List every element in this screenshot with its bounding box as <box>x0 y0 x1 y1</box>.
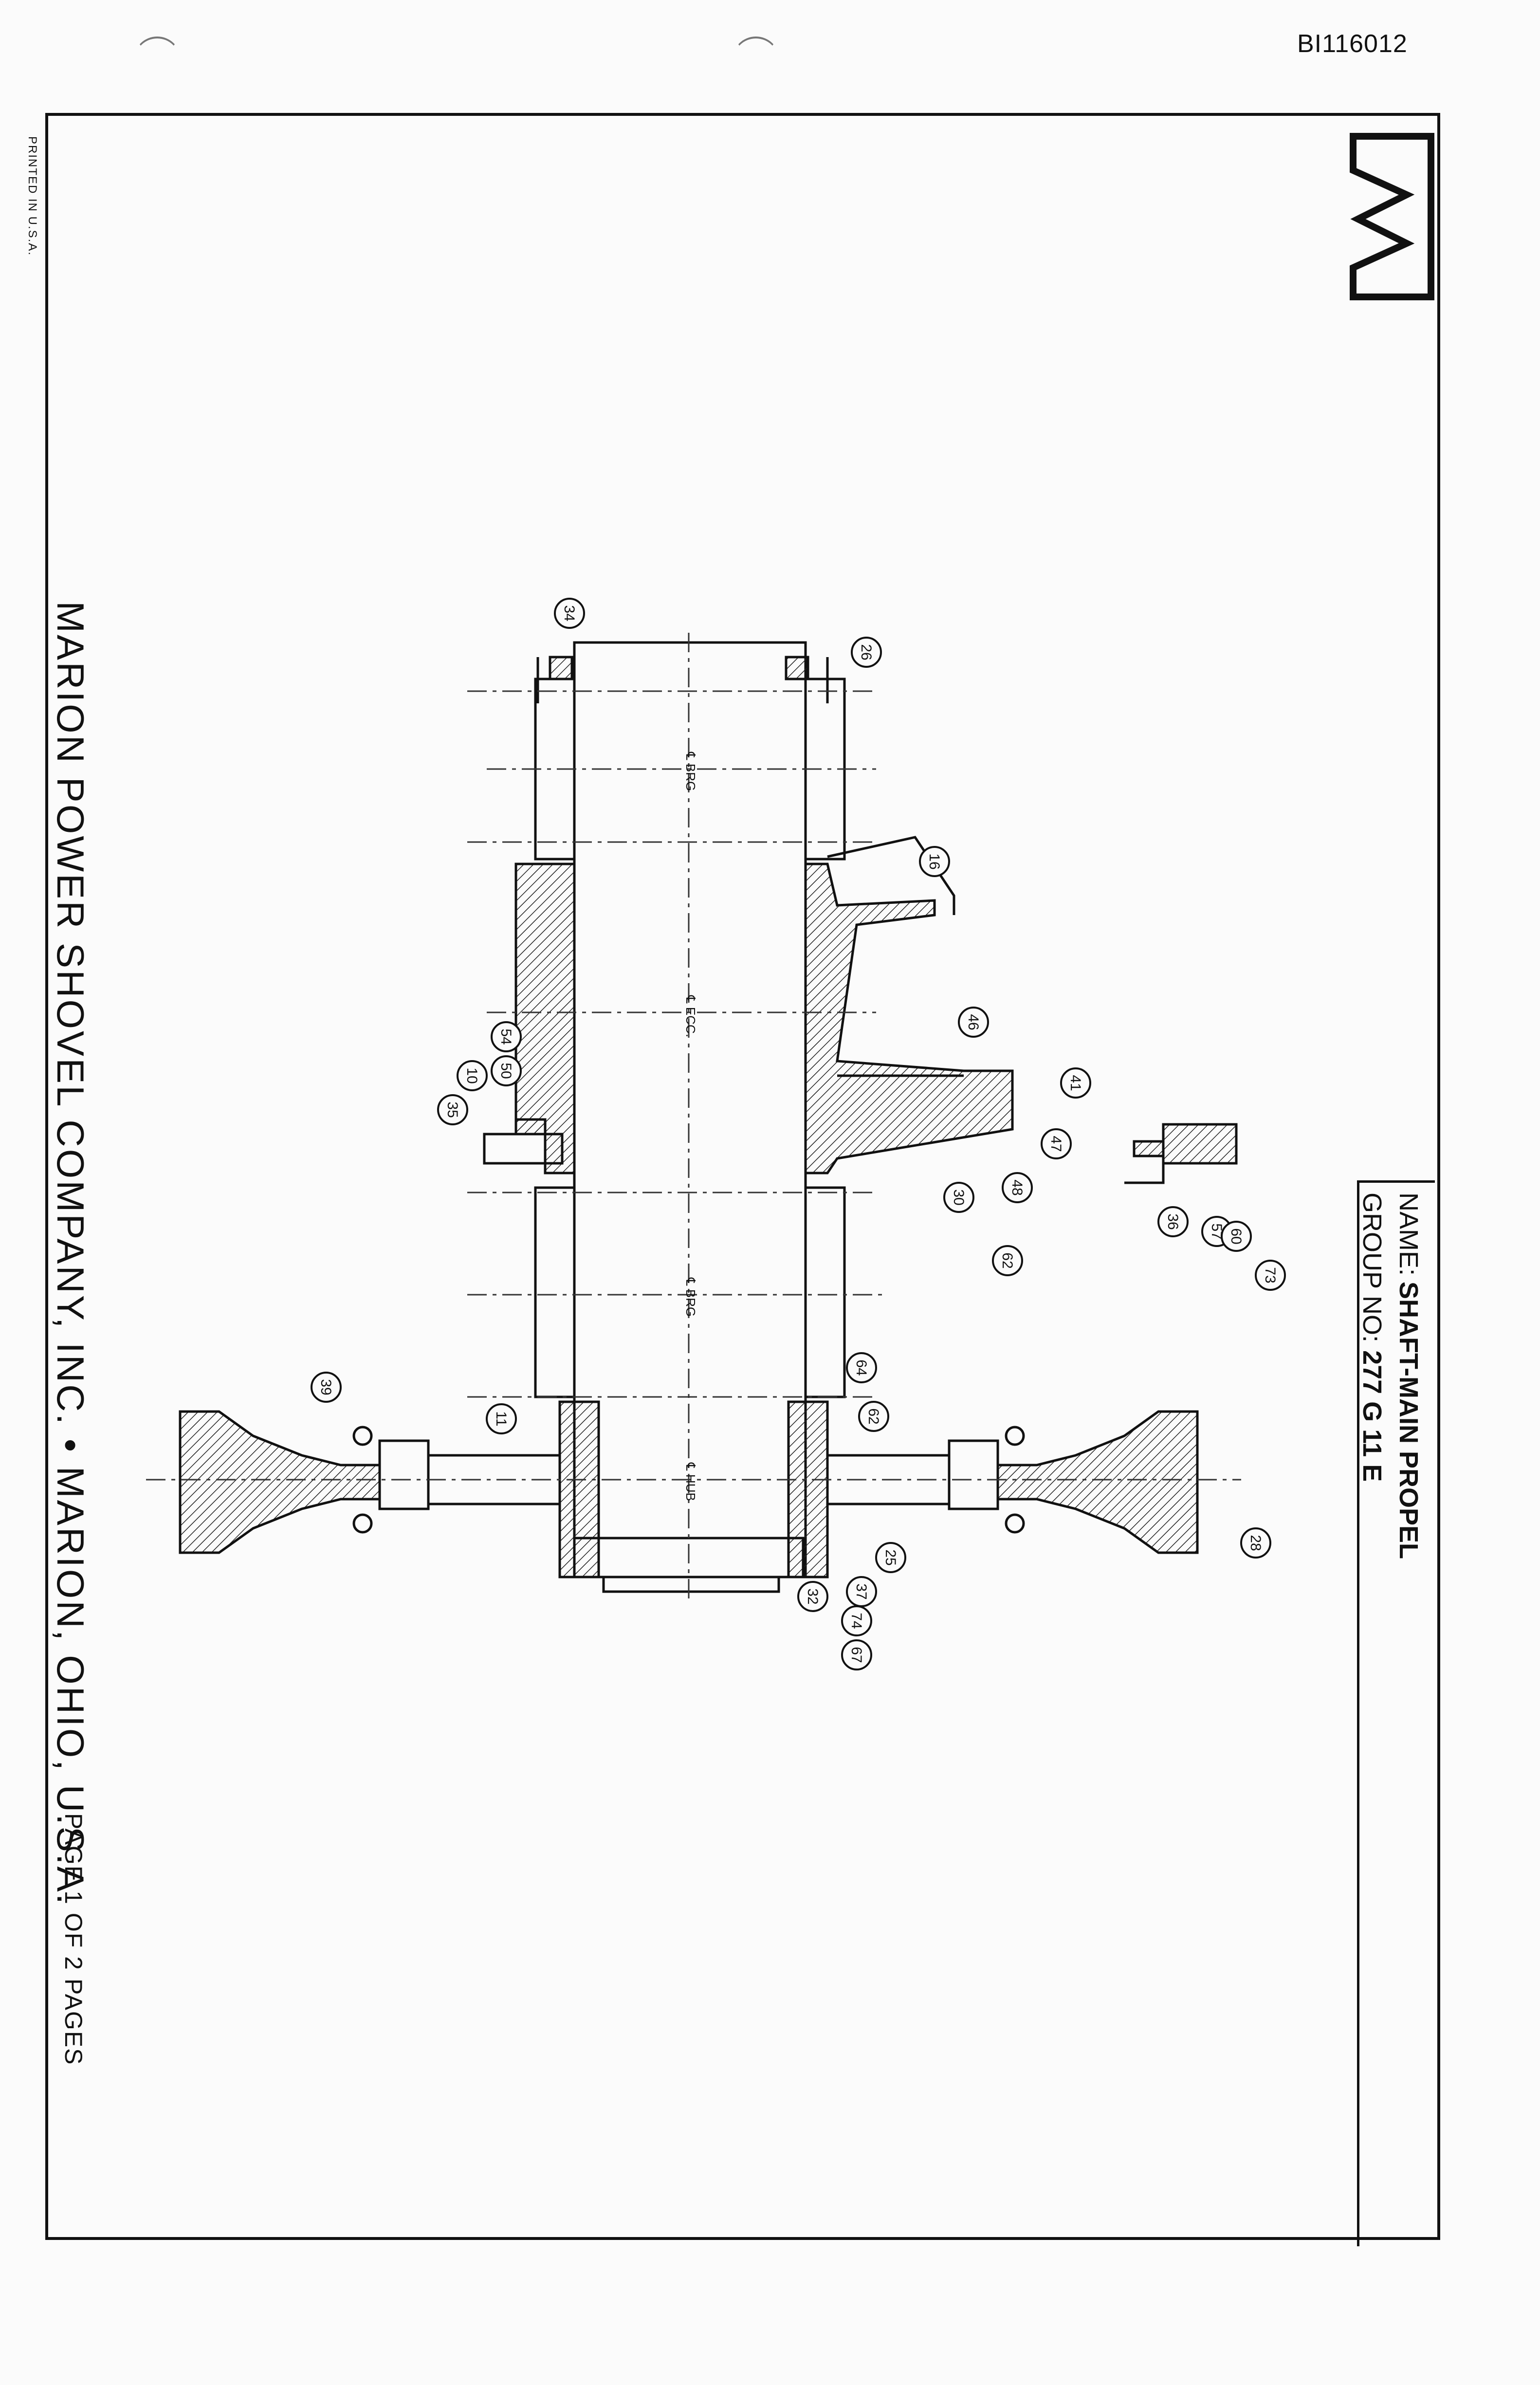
callout-number: 10 <box>464 1067 480 1083</box>
callout-bubble <box>797 1581 828 1612</box>
callout-number: 32 <box>805 1588 821 1604</box>
callout-number: 62 <box>865 1408 881 1424</box>
callout-bubble <box>554 598 585 629</box>
callout-bubble <box>457 1060 488 1091</box>
callout-bubble <box>858 1401 889 1432</box>
callout-number: 67 <box>848 1647 864 1663</box>
callout-bubble <box>841 1605 872 1636</box>
marion-logo <box>1350 133 1434 300</box>
callout-number: 16 <box>926 853 942 869</box>
callout-bubble <box>1221 1221 1252 1252</box>
callout-number: 35 <box>444 1101 460 1118</box>
callout-bubble <box>1255 1260 1286 1291</box>
centerline-label-brg-1: ℄ BRG <box>683 752 698 791</box>
callout-bubble <box>1060 1067 1091 1099</box>
callout-number: 64 <box>853 1359 869 1376</box>
callout-number: 50 <box>498 1063 514 1079</box>
callout-bubble <box>846 1352 877 1383</box>
callout-number: 41 <box>1067 1075 1083 1091</box>
callout-number: 48 <box>1009 1179 1025 1195</box>
callout-number: 30 <box>951 1189 967 1205</box>
callout-number: 73 <box>1262 1267 1278 1283</box>
callout-bubble <box>958 1007 989 1038</box>
callout-number: 62 <box>999 1252 1015 1268</box>
callout-bubble <box>992 1245 1023 1276</box>
callout-number: 46 <box>965 1014 981 1030</box>
callout-bubble <box>1157 1206 1189 1237</box>
punch-hole-left <box>134 37 181 82</box>
callout-number: 47 <box>1048 1136 1064 1152</box>
callout-number: 36 <box>1165 1213 1181 1229</box>
callout-bubble <box>437 1094 468 1125</box>
callout-number: 28 <box>1247 1535 1264 1551</box>
callout-bubble <box>943 1182 974 1213</box>
callout-bubble <box>486 1403 517 1434</box>
callout-number: 60 <box>1228 1228 1244 1244</box>
callout-number: 26 <box>858 644 874 660</box>
callout-bubble <box>311 1372 342 1403</box>
centerline-label-brg-2: ℄ BRG <box>683 1277 698 1317</box>
callout-bubble <box>1002 1172 1033 1203</box>
callout-bubble <box>491 1021 522 1052</box>
callout-bubble <box>919 846 950 877</box>
callout-number: 37 <box>853 1583 869 1599</box>
punch-hole-right <box>733 37 779 82</box>
callout-number: 54 <box>498 1028 514 1045</box>
centerline-label-ecc: ℄ ECC. <box>683 995 698 1037</box>
title-block-box <box>1357 1180 1435 2246</box>
callout-number: 74 <box>848 1613 864 1629</box>
callout-number: 39 <box>318 1379 334 1395</box>
callout-number: 25 <box>882 1549 898 1565</box>
callout-bubble <box>491 1055 522 1086</box>
callout-number: 34 <box>561 605 577 621</box>
drawing-border <box>45 113 1440 2240</box>
callout-bubble <box>875 1542 906 1573</box>
document-id: BI116012 <box>1297 30 1408 58</box>
centerline-label-hub: ℄ HUB <box>683 1462 698 1501</box>
callout-bubble <box>1041 1128 1072 1159</box>
callout-bubble <box>1240 1527 1271 1559</box>
callout-bubble <box>851 637 882 668</box>
callout-number: 11 <box>493 1411 509 1426</box>
callout-bubble <box>841 1639 872 1670</box>
